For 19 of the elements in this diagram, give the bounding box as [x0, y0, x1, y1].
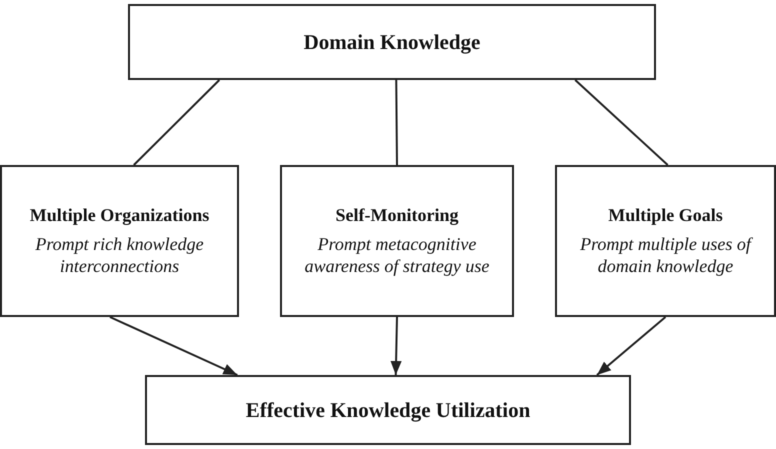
connector-line [574, 79, 668, 166]
box-heading: Domain Knowledge [304, 28, 480, 56]
box-description: Prompt multiple uses of domain knowledge [579, 232, 754, 278]
process-box [280, 165, 514, 317]
box-heading: Multiple Organizations [30, 204, 210, 227]
box-description: Prompt rich knowledge interconnections [34, 232, 205, 278]
box-heading: Self-Monitoring [336, 204, 458, 227]
arrow [390, 316, 402, 376]
connector-line [395, 80, 398, 166]
box-description: Prompt metacognitive awareness of strategy use [304, 232, 490, 278]
connector-line [133, 79, 220, 166]
box-heading: Effective Knowledge Utilization [246, 396, 530, 424]
process-box [128, 4, 656, 80]
process-box [555, 165, 776, 317]
process-box [0, 165, 239, 317]
arrow [110, 316, 238, 376]
process-box [145, 375, 631, 445]
arrow [596, 316, 666, 376]
box-heading: Multiple Goals [608, 204, 723, 227]
